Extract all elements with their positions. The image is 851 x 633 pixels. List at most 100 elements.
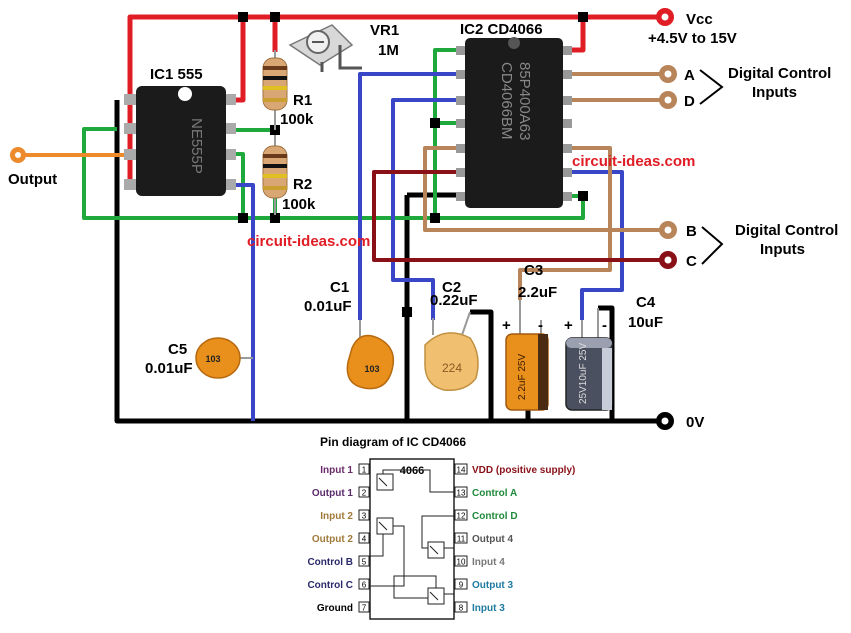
ground-wires <box>114 100 665 424</box>
pin-6-box <box>358 578 370 590</box>
r2-resistor <box>262 135 288 215</box>
pin-5-label: Control B <box>307 557 353 568</box>
r2-name: R2 <box>293 176 312 193</box>
vr1-potentiometer <box>288 24 362 72</box>
ic2-cd4066-chip: 85P400A63 CD4066BM <box>456 37 572 208</box>
c3-minus: - <box>538 317 543 334</box>
input-c-label: C <box>686 253 697 270</box>
c5-value: 0.01uF <box>145 360 193 377</box>
pin-13-label: Control A <box>472 488 517 499</box>
pin-2-number: 2 <box>362 489 367 498</box>
r1-resistor <box>262 50 288 130</box>
watermark-middle: circuit-ideas.com <box>247 233 370 250</box>
pin-diagram-switches <box>370 469 454 605</box>
watermark-top: circuit-ideas.com <box>572 153 695 170</box>
pin-14-box <box>454 463 468 475</box>
pin-diagram-chip-label: 4066 <box>400 465 424 477</box>
c4-value: 10uF <box>628 314 663 331</box>
r1-value: 100k <box>280 111 314 128</box>
pin-13-number: 13 <box>457 489 466 498</box>
c3-marking: 2.2uF 25V <box>517 354 528 400</box>
vr1-value: 1M <box>378 42 399 59</box>
c3-value: 2.2uF <box>518 284 557 301</box>
pin-3-box <box>358 509 370 521</box>
pin-1-label: Input 1 <box>320 465 353 476</box>
pin-4-box <box>358 532 370 544</box>
pin-9-box <box>454 578 468 590</box>
c5-name: C5 <box>168 341 187 358</box>
control-wires-a-d-b <box>423 72 665 300</box>
pin-diagram-title: Pin diagram of IC CD4066 <box>320 435 466 449</box>
control-wire-c <box>372 170 665 262</box>
c4-name: C4 <box>636 294 656 311</box>
pin-12-number: 12 <box>457 512 466 521</box>
pin-14-label: VDD (positive supply) <box>472 465 575 476</box>
pin-12-label: Control D <box>472 511 518 522</box>
c2-marking: 224 <box>442 361 462 375</box>
pin-11-box <box>454 532 468 544</box>
input-b-label: B <box>686 223 697 240</box>
pin-8-number: 8 <box>459 604 464 613</box>
c1-capacitor: 103 <box>346 320 395 390</box>
pin-2-box <box>358 486 370 498</box>
zero-v-label: 0V <box>686 414 704 431</box>
input-braces <box>699 69 724 265</box>
input-a-label: A <box>684 67 695 84</box>
pin-3-label: Input 2 <box>320 511 353 522</box>
dci-bottom-line1: Digital Control <box>735 222 838 239</box>
input-d-label: D <box>684 93 695 110</box>
c3-plus: + <box>502 317 511 334</box>
c4-marking: 25V10uF 25V <box>578 343 589 404</box>
c2-value: 0.22uF <box>430 292 478 309</box>
ic2-marking-1: 85P400A63 <box>516 62 533 140</box>
dci-bottom-line2: Inputs <box>760 241 805 258</box>
terminals <box>10 8 677 430</box>
c4-capacitor: 25V10uF 25V <box>565 308 613 411</box>
c5-marking: 103 <box>205 354 220 364</box>
pin-10-box <box>454 555 468 567</box>
dci-top-line2: Inputs <box>752 84 797 101</box>
output-wires <box>232 72 624 421</box>
r2-value: 100k <box>282 196 316 213</box>
pin-11-number: 11 <box>457 535 466 544</box>
pin-12-box <box>454 509 468 521</box>
pin-8-label: Input 3 <box>472 603 505 614</box>
dci-top-line1: Digital Control <box>728 65 831 82</box>
pin-1-number: 1 <box>362 466 367 475</box>
ic2-marking-2: CD4066BM <box>498 62 515 140</box>
pin-10-label: Input 4 <box>472 557 505 568</box>
c4-minus: - <box>602 317 607 334</box>
pin-6-label: Control C <box>307 580 353 591</box>
pin-diagram-chip <box>369 458 455 620</box>
pin-4-number: 4 <box>362 535 367 544</box>
c1-value: 0.01uF <box>304 298 352 315</box>
pin-3-number: 3 <box>362 512 367 521</box>
pin-13-box <box>454 486 468 498</box>
c3-capacitor: 2.2uF 25V <box>505 300 549 411</box>
vcc-label: Vcc <box>686 11 713 28</box>
pin-2-label: Output 1 <box>312 488 354 499</box>
ic1-555-chip: NE555P <box>124 86 236 196</box>
pin-7-box <box>358 601 370 613</box>
pin-7-number: 7 <box>362 604 367 613</box>
pin-9-number: 9 <box>459 581 464 590</box>
ic2-label: IC2 CD4066 <box>460 21 543 38</box>
vr1-name: VR1 <box>370 22 399 39</box>
pin-9-label: Output 3 <box>472 580 514 591</box>
pin-1-box <box>358 463 370 475</box>
c2-name: C2 <box>442 279 461 296</box>
r1-name: R1 <box>293 92 312 109</box>
pin-4-label: Output 2 <box>312 534 354 545</box>
c1-marking: 103 <box>364 364 379 374</box>
output-label: Output <box>8 171 57 188</box>
pin-5-number: 5 <box>362 558 367 567</box>
pin-7-label: Ground <box>317 603 353 614</box>
pin-11-label: Output 4 <box>472 534 514 545</box>
pin-14-number: 14 <box>457 466 466 475</box>
pin-6-number: 6 <box>362 581 367 590</box>
pin-8-box <box>454 601 468 613</box>
pin-10-number: 10 <box>457 558 466 567</box>
c1-name: C1 <box>330 279 349 296</box>
